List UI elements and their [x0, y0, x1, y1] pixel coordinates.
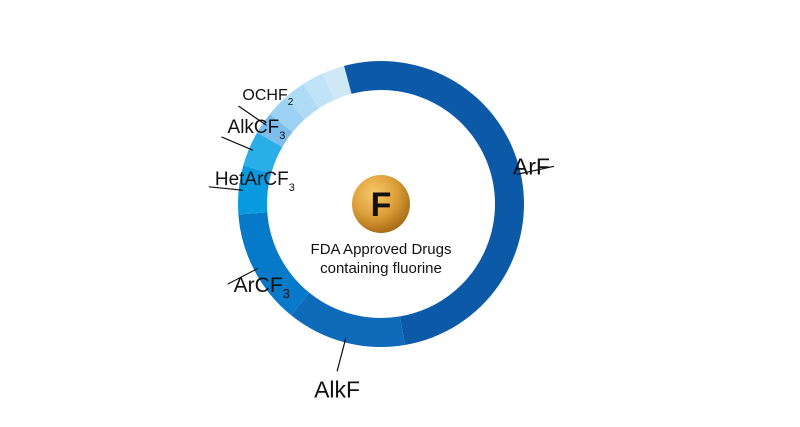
- leader-line-alkf: [336, 338, 347, 372]
- slice-label-arcf3: ArCF3: [234, 274, 290, 301]
- leader-line-alkcf3: [221, 136, 254, 151]
- slice-label-ochf2: OCHF2: [242, 87, 293, 108]
- label-leaders: [208, 105, 555, 372]
- donut-slice-unlabeled-7: [285, 84, 319, 120]
- donut-slice-arf: [343, 61, 524, 345]
- donut-slice-unlabeled-9: [322, 65, 352, 100]
- donut-slice-arcf3: [238, 212, 310, 316]
- donut-slice-unlabeled-6: [269, 97, 305, 133]
- slice-label-hetarcf3: HetArCF3: [215, 169, 295, 194]
- donut-slice-unlabeled-8: [303, 73, 335, 109]
- leader-line-arf: [516, 165, 555, 175]
- center-caption-line1: FDA Approved Drugs: [311, 241, 452, 258]
- slice-labels: ArF AlkF ArCF3 HetArCF3 AlkCF3 OCHF2: [215, 87, 550, 402]
- slice-label-alkcf3: AlkCF3: [228, 117, 286, 142]
- donut-slice-ochf2: [257, 114, 293, 147]
- leader-line-hetarcf3: [208, 186, 243, 191]
- badge-letter: F: [371, 186, 392, 224]
- donut-slice-hetarcf3: [237, 165, 272, 215]
- donut-slice-alkcf3: [243, 132, 283, 174]
- leader-line-arcf3: [227, 267, 259, 285]
- center-caption-line2: containing fluorine: [320, 260, 442, 277]
- slice-label-arf: ArF: [513, 153, 550, 179]
- fluorine-badge-icon: [352, 175, 410, 233]
- slice-label-alkf: AlkF: [314, 376, 360, 402]
- center-badge: F: [352, 175, 410, 233]
- donut-slice-alkf: [291, 292, 405, 347]
- leader-line-ochf2: [238, 105, 267, 126]
- donut-slices: [237, 61, 524, 347]
